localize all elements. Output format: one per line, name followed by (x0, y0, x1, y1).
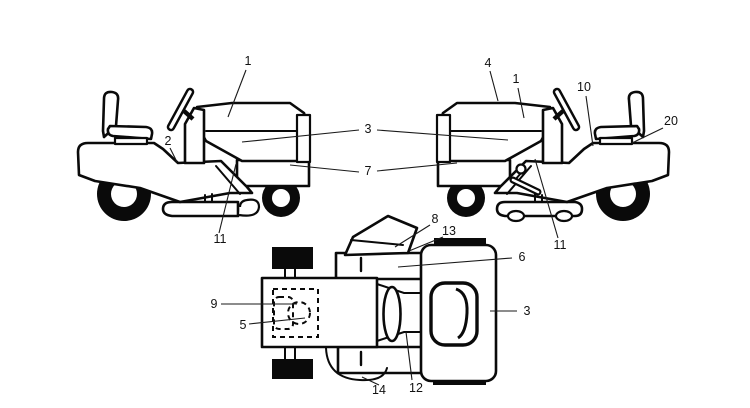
lift-lever-knob (515, 163, 527, 175)
front-wheel-top (272, 359, 313, 379)
dash-console (541, 106, 564, 165)
callout-right-4: 4 (485, 56, 492, 70)
callout-top-3: 3 (524, 304, 531, 318)
grille (295, 113, 312, 164)
steering-wheel-top (382, 285, 402, 343)
front-wheel-hub (272, 189, 290, 207)
engine-block-hidden (273, 296, 294, 330)
callout-left-11: 11 (214, 232, 227, 246)
rear-wheel-top (434, 238, 486, 246)
callout-top-12: 12 (409, 381, 423, 395)
callout-top-13: 13 (442, 224, 456, 238)
leader-right-10 (585, 95, 594, 147)
leader-top-14 (361, 376, 380, 386)
leader-top-5 (248, 317, 306, 325)
top-view (260, 214, 498, 385)
callout-right-10: 10 (577, 80, 591, 94)
leader-top-6 (397, 257, 513, 268)
lift-pedal-inner (511, 178, 540, 194)
callout-top-14: 14 (372, 383, 386, 397)
steering-wheel-inner (555, 90, 578, 129)
seat-pan (106, 124, 154, 141)
callout-right-1: 1 (513, 72, 520, 86)
callout-labels: 1 2 11 3 7 4 1 10 20 11 8 13 6 3 9 5 12 … (165, 54, 678, 397)
hood-top (260, 276, 379, 349)
leader-7-left (289, 164, 360, 173)
callout-left-2: 2 (165, 134, 172, 148)
callout-right-20: 20 (664, 114, 678, 128)
leader-7-right (376, 162, 458, 172)
left-side-view (76, 87, 312, 221)
fender-and-footboard (76, 141, 254, 204)
callout-leaders (169, 69, 664, 386)
leader-left-1 (227, 69, 247, 118)
leader-3-right (376, 129, 509, 141)
lower-front-panel (436, 158, 512, 188)
seat-base (598, 136, 634, 146)
deck-wheel (506, 209, 526, 223)
leader-left-2 (169, 147, 178, 163)
console-crease (350, 239, 404, 246)
front-wheel-top (272, 247, 313, 269)
front-wheel-hub (457, 189, 475, 207)
cowl-line (376, 331, 422, 342)
engine-flywheel-hidden (287, 301, 311, 325)
steering-column (182, 109, 195, 121)
callout-left-1: 1 (245, 54, 252, 68)
seat-contour (455, 287, 469, 340)
callout-right-11: 11 (554, 238, 567, 252)
leader-top-12 (405, 331, 413, 381)
grille (435, 113, 452, 164)
seat-pan (593, 124, 641, 141)
steering-column (552, 109, 565, 121)
leader-3-left (241, 129, 360, 143)
dash-console-top (343, 214, 419, 257)
callout-top-6: 6 (519, 250, 526, 264)
callout-top-5: 5 (240, 318, 247, 332)
leader-right-1 (517, 87, 525, 119)
seat-top (429, 281, 479, 347)
deck-discharge-chute (238, 198, 261, 217)
cowl-line (376, 283, 422, 294)
right-footboard (336, 345, 430, 375)
leader-right-11 (534, 158, 559, 239)
frame-brace (215, 165, 241, 195)
dash-console (183, 106, 206, 165)
seat-base (113, 136, 149, 146)
leader-top-13 (408, 236, 444, 252)
leader-top-8 (394, 224, 431, 248)
callout-top-9: 9 (211, 297, 218, 311)
lower-front-panel (235, 158, 311, 188)
right-side-view (435, 87, 671, 223)
callout-top-8: 8 (432, 212, 439, 226)
mower-deck (161, 200, 240, 218)
steering-wheel-inner (169, 90, 192, 129)
leader-right-4 (489, 70, 499, 102)
belt-cover-curve (325, 347, 388, 382)
deck-wheel (554, 209, 574, 223)
callout-7: 7 (365, 164, 372, 178)
callout-3: 3 (365, 122, 372, 136)
leader-left-11 (218, 163, 237, 234)
fender-and-footboard (493, 141, 671, 204)
leader-right-20 (631, 127, 664, 144)
